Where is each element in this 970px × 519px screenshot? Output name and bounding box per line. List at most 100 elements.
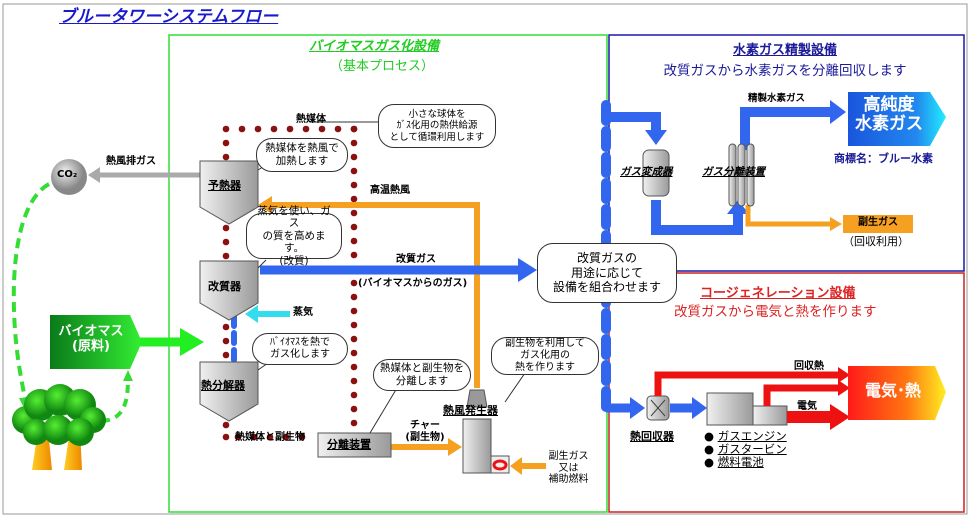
heat-medium-dot	[350, 349, 358, 357]
shift-converter-shape	[642, 149, 670, 197]
heat-medium-dot	[222, 139, 230, 147]
shift-converter-label: ガス変成器	[620, 166, 673, 178]
heat-medium-dot	[350, 195, 358, 203]
separate-note-bubble: 熱媒体と副生物を 分離します	[373, 359, 471, 391]
heat-medium-dot	[250, 433, 258, 441]
heat-medium-dot	[222, 224, 230, 232]
biomass-line2: (原料)	[72, 338, 110, 354]
heat-medium-dot	[222, 351, 230, 359]
heat-medium-dot	[350, 181, 358, 189]
gasify-note-bubble: ﾊﾞｲｵﾏｽを熱で ガス化します	[252, 333, 348, 365]
char-label-line1: チャー	[410, 420, 440, 431]
cogen-section-title: コージェネレーション設備	[700, 286, 856, 301]
flame-icon	[492, 459, 508, 471]
preheater-label: 予熱器	[208, 179, 241, 192]
biomass-arrowhead	[180, 328, 204, 356]
heat-medium-dot	[350, 251, 358, 259]
purified-h2-line	[740, 107, 832, 150]
cogen-option: ● ガスタービン	[704, 442, 787, 457]
heat-medium-dot	[282, 433, 290, 441]
heat-medium-dot	[222, 337, 230, 345]
heat-medium-dot	[350, 363, 358, 371]
exhaust-gas-label: 熱風排ガス	[106, 156, 156, 167]
byproduct-use-label: （回収利用）	[843, 235, 909, 248]
pyrolyzer-label: 熱分解器	[201, 379, 245, 392]
byproduct-gas-line2: 又は	[558, 462, 579, 474]
electricity-label: 電気	[797, 401, 817, 412]
preheater-shape	[199, 160, 259, 225]
byproduct-gas-line1: 副生ガス	[548, 451, 589, 462]
hydrogen-section-title: 水素ガス精製設備	[732, 43, 837, 58]
heat-medium-dot	[350, 405, 358, 413]
heat-medium-dot	[222, 153, 230, 161]
recovered-heat-label: 回収熱	[794, 361, 824, 372]
high-purity-line1: 高純度	[863, 95, 915, 115]
byproduct-gas-line	[745, 205, 830, 227]
pyrolyzer-shape	[199, 361, 259, 422]
heat-medium-dot	[334, 125, 342, 133]
power-heat-output-shape	[848, 366, 946, 420]
heat-medium-dot	[318, 125, 326, 133]
heat-medium-dot	[350, 279, 358, 287]
heat-medium-dot	[350, 419, 358, 427]
h2-byproduct-gas-label: 副生ガス	[858, 217, 898, 228]
byproduct-gas-fuel-label: 副生ガス 又は 補助燃料	[541, 451, 596, 486]
cogen-option: ● ガスエンジン	[704, 429, 787, 443]
char-label-line2: (副生物)	[405, 431, 445, 443]
reformer-shape	[199, 260, 259, 321]
high-purity-h2-label: 高純度 水素ガス	[848, 96, 930, 133]
heat-medium-label: 熱媒体	[296, 114, 326, 125]
heat-medium-dot	[270, 125, 278, 133]
cogen-options-list: ● ガスエンジン ● ガスタービン ● 燃料電池	[704, 429, 787, 470]
separator-shape	[317, 432, 392, 458]
heat-medium-dot	[222, 323, 230, 331]
reformed-gas-label: 改質ガス	[396, 254, 436, 265]
steam-label: 蒸気	[293, 307, 313, 318]
biomass-section-title: バイオマスガス化設備	[309, 39, 440, 54]
tree-to-biomass-dashed	[101, 377, 130, 423]
page-title: ブルータワーシステムフロー	[59, 7, 279, 27]
byproduct-gas-box	[843, 215, 913, 233]
gas-separator-label: ガス分離装置	[702, 166, 765, 178]
heat-medium-dot	[302, 125, 310, 133]
heat-medium-dot	[222, 238, 230, 246]
hot-air-generator-shape	[462, 418, 492, 474]
hot-air-line	[268, 202, 480, 388]
center-note-bubble: 改質ガスの 用途に応じて 設備を組合わせます	[537, 243, 677, 303]
co2-to-tree-dashed	[11, 182, 51, 401]
co2-label: CO₂	[57, 169, 78, 180]
heat-medium-dot	[350, 167, 358, 175]
biomass-line1: バイオマス	[58, 324, 124, 339]
hot-air-generator-label: 熱風発生器	[443, 404, 498, 417]
separator-label: 分離装置	[327, 438, 371, 451]
high-purity-line2: 水素ガス	[855, 113, 923, 134]
heat-medium-dot	[350, 209, 358, 217]
outer-frame	[2, 3, 968, 515]
co2-circle	[51, 159, 87, 195]
power-heat-output-label: 電気･熱	[864, 381, 921, 400]
engine-shape	[706, 392, 754, 426]
biomass-section-subtitle: （基本プロセス）	[330, 59, 435, 74]
heat-medium-dot	[350, 335, 358, 343]
purified-h2-label: 精製水素ガス	[748, 93, 806, 104]
exhaust-arrowhead	[88, 167, 100, 183]
char-label: チャー (副生物)	[405, 420, 445, 443]
heat-medium-dot	[350, 139, 358, 147]
heat-medium-dot	[350, 377, 358, 385]
heat-medium-dot	[350, 321, 358, 329]
byproduct-heat-bubble: 副生物を利用して ガス化用の 熱を作ります	[491, 337, 599, 375]
gas-from-biomass-label: (バイオマスからのガス)	[358, 278, 468, 289]
heat-medium-dot	[350, 307, 358, 315]
heat-medium-dot	[298, 433, 306, 441]
heat-medium-loop	[222, 125, 358, 441]
biomass-input-shape	[50, 315, 142, 369]
heat-medium-dot	[350, 391, 358, 399]
reformer-label: 改質器	[208, 280, 241, 293]
high-purity-h2-shape	[848, 92, 946, 146]
heat-medium-heating-bubble: 熱媒体を熱風で 加熱します	[256, 138, 348, 172]
heat-medium-dot	[350, 153, 358, 161]
heat-medium-dot	[234, 433, 242, 441]
heat-medium-dot	[266, 433, 274, 441]
